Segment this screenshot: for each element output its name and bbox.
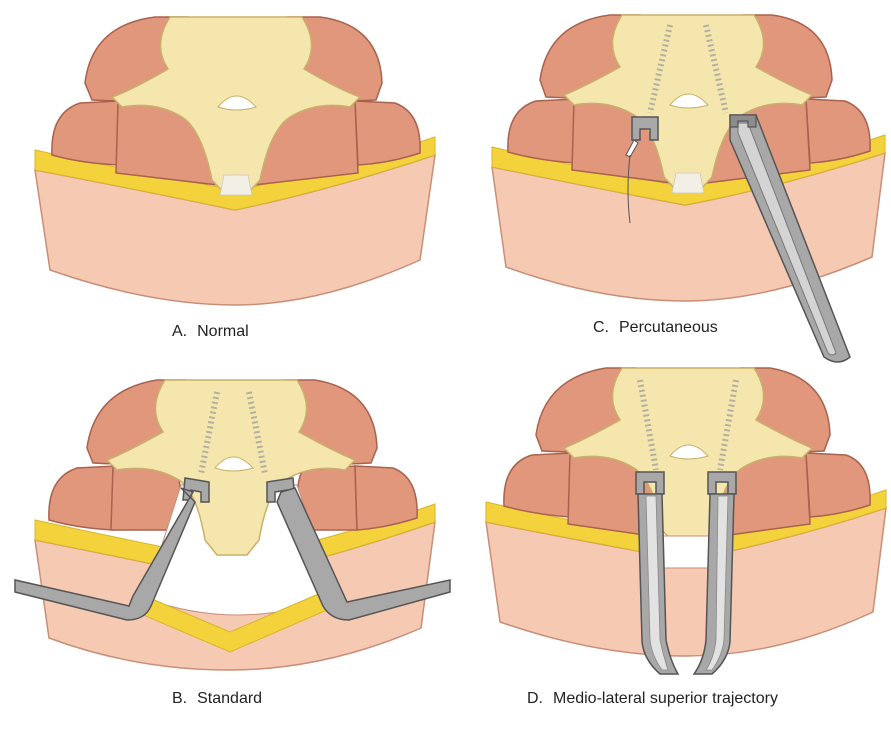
caption-b: B. Standard <box>172 690 262 708</box>
panel-a-normal-illustration <box>20 5 450 315</box>
muscle-lower-left-outer <box>508 99 576 163</box>
caption-d: D. Medio-lateral superior trajectory <box>527 690 778 708</box>
caption-d-label: Medio-lateral superior trajectory <box>553 690 778 707</box>
caption-a-letter: A. <box>172 323 187 340</box>
muscle-lower-right-outer <box>355 466 417 530</box>
ligament <box>220 175 252 195</box>
muscle-lower-right-outer <box>355 101 420 165</box>
muscle-lower-left-outer <box>49 466 115 530</box>
caption-d-letter: D. <box>527 690 543 707</box>
caption-c: C. Percutaneous <box>593 319 718 337</box>
caption-c-letter: C. <box>593 319 609 336</box>
panel-b-standard-illustration <box>5 370 460 675</box>
ligament <box>672 173 704 193</box>
muscle-lower-right-outer <box>806 453 870 517</box>
muscle-lower-left-outer <box>504 453 572 517</box>
caption-a-label: Normal <box>197 323 249 340</box>
caption-b-label: Standard <box>197 690 262 707</box>
panel-d-mlst-illustration <box>478 360 891 680</box>
muscle-lower-left-outer <box>52 101 120 165</box>
caption-c-label: Percutaneous <box>619 319 718 336</box>
muscle-lower-right-outer <box>806 99 870 163</box>
caption-b-letter: B. <box>172 690 187 707</box>
caption-a: A. Normal <box>172 323 249 341</box>
